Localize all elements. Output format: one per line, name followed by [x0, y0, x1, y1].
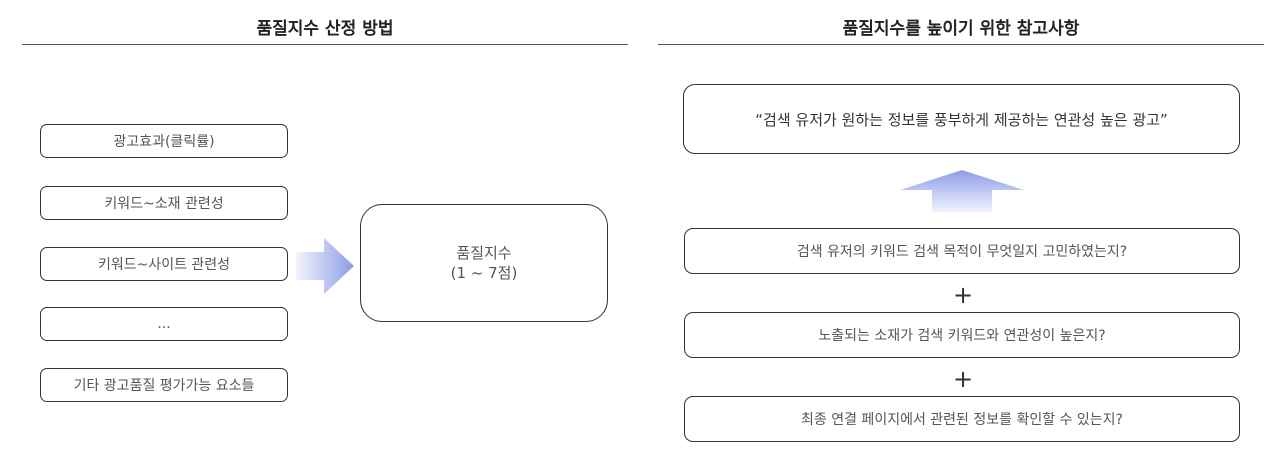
plus-sign: +	[952, 365, 974, 393]
right-arrow-icon	[296, 238, 354, 294]
plus-sign: +	[952, 281, 974, 309]
right-title-divider	[658, 44, 1264, 45]
factor-ctr: 광고효과(클릭률)	[40, 124, 288, 158]
goal-quote-box: “검색 유저가 원하는 정보를 풍부하게 제공하는 연관성 높은 광고”	[683, 84, 1240, 154]
check-ad-keyword-relevance: 노출되는 소재가 검색 키워드와 연관성이 높은지?	[684, 312, 1240, 358]
quality-index-range: (1 ~ 7점)	[450, 264, 518, 282]
factor-keyword-site-relevance: 키워드~사이트 관련성	[40, 247, 288, 281]
up-arrow-icon	[900, 170, 1024, 212]
factor-keyword-ad-relevance: 키워드~소재 관련성	[40, 186, 288, 220]
check-search-intent: 검색 유저의 키워드 검색 목적이 무엇일지 고민하였는지?	[684, 228, 1240, 274]
left-title-divider	[22, 44, 628, 45]
left-panel-title: 품질지수 산정 방법	[256, 19, 394, 39]
quality-index-box: 품질지수 (1 ~ 7점)	[360, 204, 608, 322]
factor-ellipsis: ...	[40, 307, 288, 341]
factor-other: 기타 광고품질 평가가능 요소들	[40, 368, 288, 402]
right-panel-title: 품질지수를 높이기 위한 참고사항	[842, 19, 1080, 39]
quality-index-label: 품질지수	[456, 244, 512, 262]
check-landing-page-info: 최종 연결 페이지에서 관련된 정보를 확인할 수 있는지?	[684, 396, 1240, 442]
